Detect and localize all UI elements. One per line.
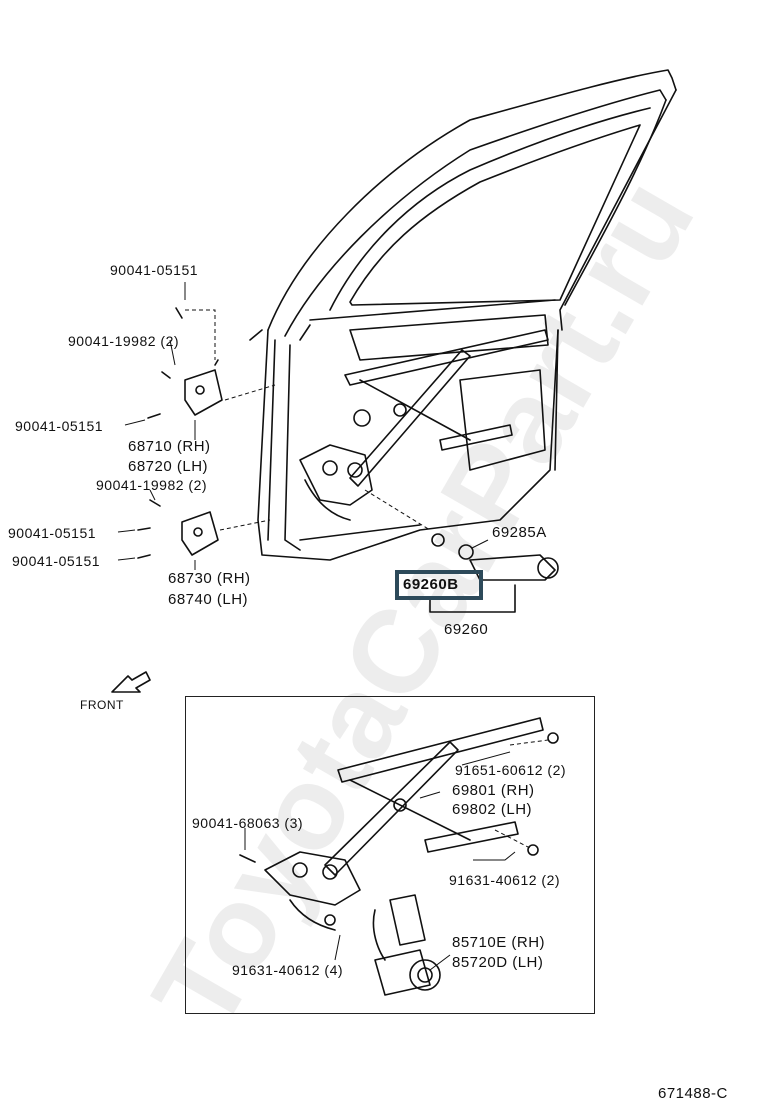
label-69801: 69801 (RH)	[452, 782, 535, 799]
label-85710e: 85710E (RH)	[452, 934, 546, 951]
door-frame	[249, 69, 677, 561]
label-90041-05151: 90041-05151	[15, 418, 104, 434]
door-regulator	[299, 329, 549, 521]
label-69285a: 69285A	[492, 524, 547, 541]
label-90041-05151: 90041-05151	[110, 262, 199, 278]
label-68730: 68730 (RH)	[168, 570, 251, 587]
inset-regulator	[239, 717, 559, 996]
highlight-box	[395, 570, 483, 600]
inset-frame	[185, 696, 595, 1014]
label-90041-05151: 90041-05151	[8, 525, 97, 541]
label-91631-40612: 91631-40612 (4)	[232, 962, 344, 978]
label-90041-19982: 90041-19982 (2)	[68, 333, 180, 349]
label-68740: 68740 (LH)	[168, 591, 249, 608]
hinge-upper	[147, 307, 223, 419]
label-68710: 68710 (RH)	[128, 438, 211, 455]
label-69802: 69802 (LH)	[452, 801, 533, 818]
label-68720: 68720 (LH)	[128, 458, 209, 475]
label-91631-40612: 91631-40612 (2)	[449, 872, 561, 888]
label-69260: 69260	[444, 621, 489, 638]
label-69260b: 69260B	[403, 576, 459, 593]
label-90041-68063: 90041-68063 (3)	[192, 815, 304, 831]
label-90041-19982: 90041-19982 (2)	[96, 477, 208, 493]
label-91651-60612: 91651-60612 (2)	[455, 762, 567, 778]
front-label: FRONT	[80, 698, 124, 712]
diagram-id: 671488-C	[658, 1085, 728, 1102]
hinge-lower	[137, 499, 219, 559]
front-arrow	[111, 671, 151, 693]
label-85720d: 85720D (LH)	[452, 954, 544, 971]
label-90041-05151: 90041-05151	[12, 553, 101, 569]
window-handle-parts	[429, 533, 559, 613]
